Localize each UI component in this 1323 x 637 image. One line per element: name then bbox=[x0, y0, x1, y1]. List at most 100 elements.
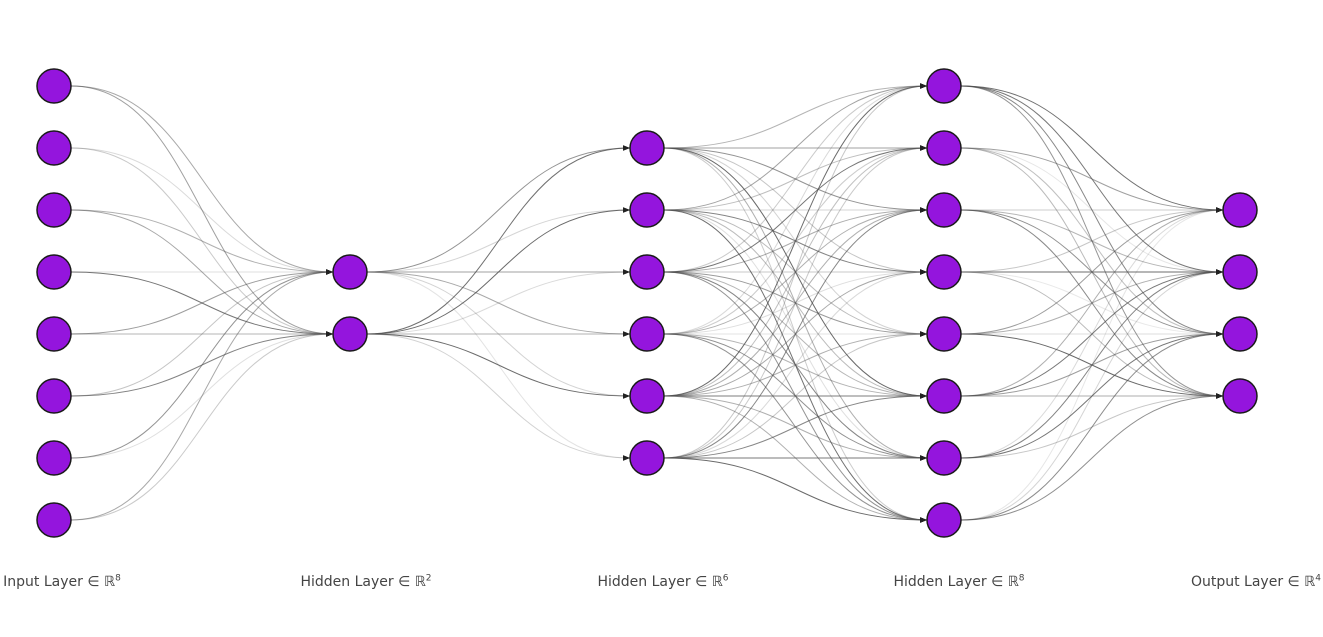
edge-l1-n0-to-n4 bbox=[366, 271, 631, 399]
edge-l2-n1-to-n4 bbox=[663, 209, 928, 337]
neuron-layer4-node3 bbox=[1222, 378, 1258, 414]
layer-size: 2 bbox=[425, 573, 432, 584]
connections bbox=[70, 83, 1224, 523]
edge-l3-n0-to-n3 bbox=[960, 85, 1224, 399]
edge-l2-n5-to-n2 bbox=[663, 207, 928, 459]
neuron-layer0-node6 bbox=[36, 440, 72, 476]
layer-label-text: Output Layer ∈ ℝ bbox=[1190, 574, 1316, 590]
layer-label-text: Input Layer ∈ ℝ bbox=[3, 574, 116, 590]
edge-l2-n4-to-n0 bbox=[663, 83, 928, 397]
neuron-layer2-node1 bbox=[629, 192, 665, 228]
neuron-layer0-node0 bbox=[36, 68, 72, 104]
edge-l2-n3-to-n5 bbox=[663, 333, 928, 399]
layer-label-text: Hidden Layer ∈ ℝ bbox=[597, 574, 723, 590]
layer-size: 8 bbox=[1018, 573, 1025, 584]
neuron-layer3-node5 bbox=[926, 378, 962, 414]
edge-l0-n4-to-n0 bbox=[70, 269, 334, 335]
neurons bbox=[36, 68, 1258, 538]
edge-l2-n5-to-n0 bbox=[663, 83, 928, 459]
neuron-layer0-node5 bbox=[36, 378, 72, 414]
edge-l2-n5-to-n4 bbox=[663, 331, 928, 459]
neuron-layer0-node1 bbox=[36, 130, 72, 166]
edge-l2-n4-to-n2 bbox=[663, 207, 928, 397]
edge-l2-n5-to-n7 bbox=[663, 457, 928, 523]
edge-l1-n1-to-n5 bbox=[366, 333, 631, 461]
layer-label-hidden-3: Hidden Layer ∈ ℝ8 bbox=[893, 574, 1024, 590]
edge-l3-n4-to-n0 bbox=[960, 207, 1224, 335]
edge-l3-n7-to-n1 bbox=[960, 269, 1224, 521]
edge-l0-n6-to-n1 bbox=[70, 331, 334, 459]
neuron-layer1-node0 bbox=[332, 254, 368, 290]
edge-l3-n6-to-n2 bbox=[960, 331, 1224, 459]
layer-label-hidden-2: Hidden Layer ∈ ℝ6 bbox=[597, 574, 728, 590]
edge-l2-n0-to-n0 bbox=[663, 83, 928, 149]
edge-l2-n5-to-n5 bbox=[663, 393, 928, 459]
edge-l2-n4-to-n4 bbox=[663, 331, 928, 397]
edge-l2-n1-to-n0 bbox=[663, 83, 928, 211]
edge-l1-n1-to-n0 bbox=[366, 145, 631, 335]
neuron-layer4-node2 bbox=[1222, 316, 1258, 352]
edge-l3-n5-to-n1 bbox=[960, 269, 1224, 397]
edge-l3-n0-to-n0 bbox=[960, 85, 1224, 213]
edge-l3-n7-to-n3 bbox=[960, 393, 1224, 521]
edge-l3-n2-to-n1 bbox=[960, 209, 1224, 275]
edge-l2-n4-to-n1 bbox=[663, 145, 928, 397]
edge-l3-n4-to-n1 bbox=[960, 269, 1224, 335]
neuron-layer4-node0 bbox=[1222, 192, 1258, 228]
edge-l0-n7-to-n1 bbox=[70, 331, 334, 521]
neuron-layer0-node2 bbox=[36, 192, 72, 228]
edge-l2-n2-to-n0 bbox=[663, 83, 928, 273]
edge-l3-n6-to-n1 bbox=[960, 269, 1224, 459]
layer-label-text: Hidden Layer ∈ ℝ bbox=[893, 574, 1019, 590]
layer-size: 8 bbox=[115, 573, 121, 584]
neuron-layer1-node1 bbox=[332, 316, 368, 352]
edge-l1-n1-to-n1 bbox=[366, 207, 631, 335]
layer-label-text: Hidden Layer ∈ ℝ bbox=[300, 574, 426, 590]
edge-l2-n0-to-n2 bbox=[663, 147, 928, 213]
edge-l2-n1-to-n1 bbox=[663, 145, 928, 211]
edge-l3-n7-to-n0 bbox=[960, 207, 1224, 521]
edge-l3-n0-to-n2 bbox=[960, 85, 1224, 337]
neuron-layer3-node3 bbox=[926, 254, 962, 290]
edge-l0-n0-to-n0 bbox=[70, 85, 334, 275]
edge-l3-n7-to-n2 bbox=[960, 331, 1224, 521]
edge-l0-n1-to-n0 bbox=[70, 147, 334, 275]
edge-l3-n5-to-n0 bbox=[960, 207, 1224, 397]
neuron-layer0-node7 bbox=[36, 502, 72, 538]
edge-l2-n0-to-n5 bbox=[663, 147, 928, 399]
neuron-layer4-node1 bbox=[1222, 254, 1258, 290]
edge-l0-n7-to-n0 bbox=[70, 269, 334, 521]
layer-size: 6 bbox=[722, 573, 729, 584]
neuron-layer3-node7 bbox=[926, 502, 962, 538]
neuron-layer0-node3 bbox=[36, 254, 72, 290]
neuron-layer2-node3 bbox=[629, 316, 665, 352]
layer-size: 4 bbox=[1315, 573, 1322, 584]
edge-l3-n1-to-n2 bbox=[960, 147, 1224, 337]
layer-label-hidden-1: Hidden Layer ∈ ℝ2 bbox=[300, 574, 431, 590]
layer-label-input: Input Layer ∈ ℝ8 bbox=[3, 574, 121, 590]
edge-l0-n6-to-n0 bbox=[70, 269, 334, 459]
edge-l1-n0-to-n0 bbox=[366, 145, 631, 273]
neuron-layer3-node0 bbox=[926, 68, 962, 104]
edge-l2-n3-to-n3 bbox=[663, 269, 928, 335]
edge-l0-n2-to-n0 bbox=[70, 209, 334, 275]
edge-l3-n1-to-n1 bbox=[960, 147, 1224, 275]
edge-l2-n3-to-n0 bbox=[663, 83, 928, 335]
neuron-layer2-node5 bbox=[629, 440, 665, 476]
edge-l2-n2-to-n1 bbox=[663, 145, 928, 273]
neuron-layer3-node4 bbox=[926, 316, 962, 352]
neuron-layer0-node4 bbox=[36, 316, 72, 352]
neuron-layer2-node0 bbox=[629, 130, 665, 166]
edge-l3-n2-to-n3 bbox=[960, 209, 1224, 399]
neuron-layer3-node1 bbox=[926, 130, 962, 166]
edge-l3-n3-to-n0 bbox=[960, 207, 1224, 273]
neuron-layer3-node2 bbox=[926, 192, 962, 228]
edge-l2-n5-to-n1 bbox=[663, 145, 928, 459]
edge-l0-n1-to-n1 bbox=[70, 147, 334, 337]
edge-l1-n1-to-n2 bbox=[366, 269, 631, 335]
edge-l2-n3-to-n2 bbox=[663, 207, 928, 335]
edge-l2-n2-to-n6 bbox=[663, 271, 928, 461]
layer-label-output: Output Layer ∈ ℝ4 bbox=[1191, 574, 1321, 590]
edge-l0-n2-to-n1 bbox=[70, 209, 334, 337]
